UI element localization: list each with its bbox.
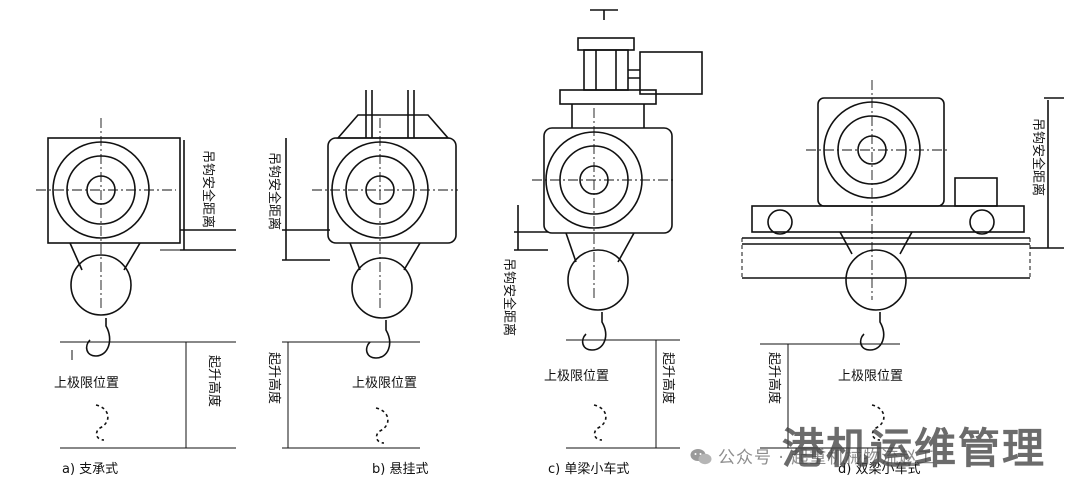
caption-d: d) 双梁小车式: [838, 461, 920, 477]
limit-label-b: 上极限位置: [352, 376, 417, 391]
label-lift-height-b: 起升高度: [266, 352, 282, 404]
label-lift-height-a: 起升高度: [206, 355, 222, 407]
caption-c: c) 单梁小车式: [548, 461, 629, 477]
hoist-body: [327, 137, 457, 244]
centerlines: [36, 80, 948, 310]
hoist-body: [817, 97, 945, 207]
hook-lower: [95, 404, 109, 441]
dim-bottom: [760, 343, 900, 449]
pulley: [70, 254, 132, 316]
hook-yoke: [349, 242, 421, 271]
hoist-body: [47, 137, 181, 244]
hook: [581, 312, 607, 351]
dim-top: [1030, 97, 1064, 249]
frame-plates: [595, 50, 617, 90]
label-hook-safety-d: 吊钩安全距离: [1030, 118, 1046, 196]
dim-top: [514, 205, 548, 251]
limit-label-c: 上极限位置: [544, 369, 609, 384]
upper-frame: [583, 49, 629, 91]
hook-lower: [871, 404, 885, 441]
limit-label-a: 上极限位置: [54, 376, 119, 391]
wechat-icon: [690, 448, 712, 466]
watermark: 公众号 · 起重机械物流赵工 港机运维管理: [690, 415, 1070, 485]
label-hook-safety-c: 吊钩安全距离: [501, 258, 517, 336]
hook: [365, 320, 391, 359]
drive-motor: [639, 51, 703, 95]
watermark-subtitle-row: 公众号 · 起重机械物流赵工: [690, 443, 935, 468]
hook-yoke: [839, 231, 913, 255]
hook: [85, 318, 111, 357]
pulley: [351, 257, 413, 319]
hook: [859, 312, 885, 351]
pulley: [567, 249, 629, 311]
hook-yoke: [69, 242, 141, 271]
dim-top: [282, 138, 330, 261]
dim-bottom: [282, 341, 420, 449]
top-handle: [590, 9, 618, 20]
limit-label-d: 上极限位置: [838, 369, 903, 384]
label-lift-height-c: 起升高度: [660, 352, 676, 404]
label-lift-height-d: 起升高度: [766, 352, 782, 404]
trolley-bracket: [336, 114, 450, 139]
hoist-body: [543, 127, 673, 234]
hook-lower: [375, 407, 389, 444]
girder: [742, 237, 1030, 279]
trolley-frame: [751, 205, 1025, 233]
motor-box: [954, 177, 998, 207]
hook-yoke: [565, 232, 635, 263]
diagram-b: [282, 90, 457, 449]
rail-beam: [559, 89, 657, 105]
wheel-left: [767, 209, 793, 235]
watermark-subtitle: 公众号 · 起重机械物流赵工: [718, 448, 936, 468]
label-hook-safety-b: 吊钩安全距离: [266, 152, 282, 230]
dim-bottom: [566, 339, 680, 449]
pulley: [845, 249, 907, 311]
diagram-d: [741, 97, 1064, 449]
dim-bottom: [60, 341, 236, 449]
caption-a: a) 支承式: [62, 462, 118, 477]
hook-lower: [593, 404, 607, 441]
label-hook-safety-a: 吊钩安全距离: [200, 150, 216, 228]
suspension-rods: [365, 90, 415, 138]
watermark-title: 港机运维管理: [782, 424, 1047, 473]
top-plate: [577, 37, 635, 51]
wheel-right: [969, 209, 995, 235]
caption-b: b) 悬挂式: [372, 462, 428, 477]
